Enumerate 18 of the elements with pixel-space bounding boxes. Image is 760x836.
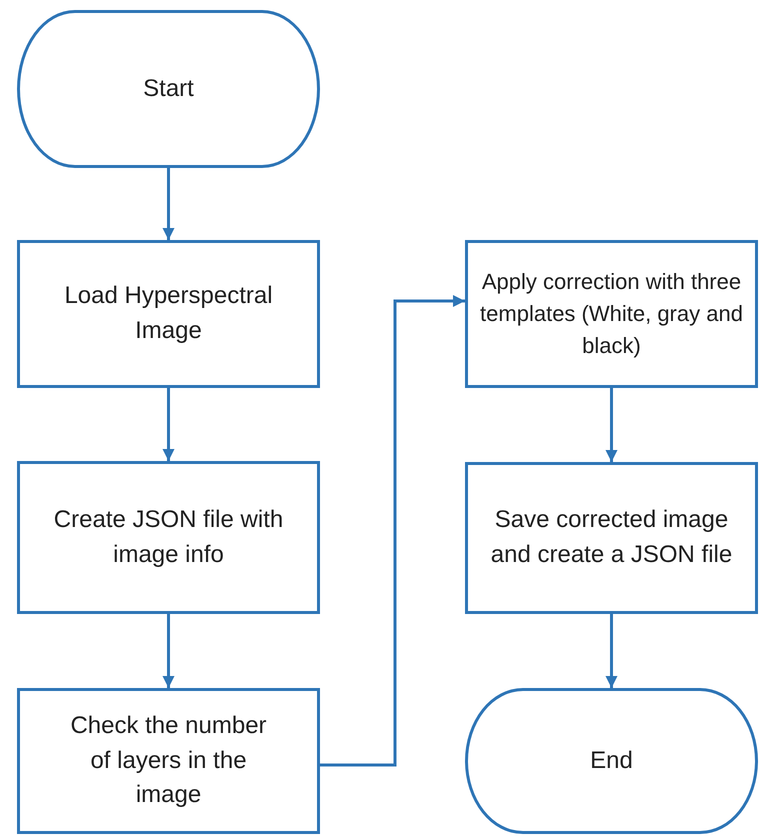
process-box <box>465 462 758 614</box>
node-label: Check the number of layers in the image <box>69 710 268 810</box>
arrow <box>162 168 174 240</box>
arrow <box>606 388 618 462</box>
arrow <box>162 388 174 461</box>
process-box <box>17 688 320 834</box>
node-label: Apply correction with three templates (White, gray and black) <box>480 268 743 360</box>
arrow <box>606 614 618 688</box>
node-label: Load Hyperspectral Image <box>63 281 274 346</box>
node-label: Create JSON file with image info <box>52 504 284 570</box>
node-label: End <box>590 746 633 776</box>
node-label: Start <box>143 74 194 104</box>
arrow <box>320 295 465 766</box>
process-box <box>17 461 320 614</box>
process-box <box>465 240 758 388</box>
node-label: Save corrected image and create a JSON file <box>490 505 734 570</box>
process-box <box>17 240 320 388</box>
arrow <box>162 614 174 688</box>
